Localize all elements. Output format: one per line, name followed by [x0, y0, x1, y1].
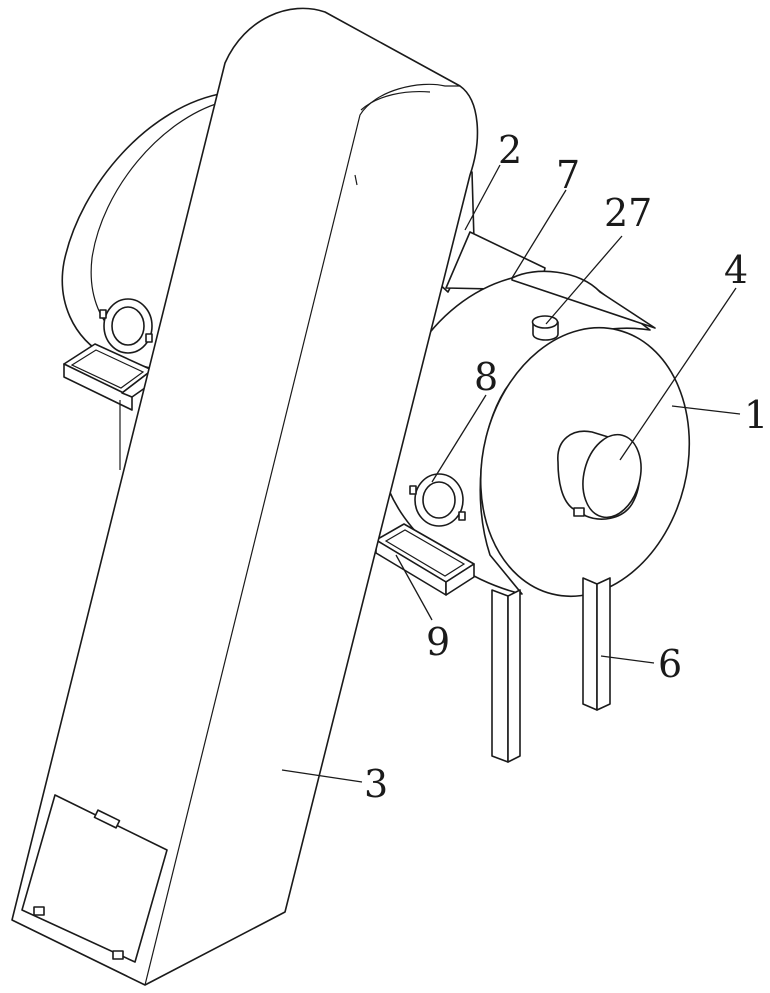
callout-4: 4 [724, 248, 748, 292]
callout-27: 27 [604, 191, 652, 235]
callout-8: 8 [474, 355, 498, 399]
callout-1: 1 [744, 393, 768, 437]
callout-6: 6 [658, 642, 682, 686]
callout-2: 2 [498, 128, 522, 172]
support-legs [492, 578, 610, 762]
top-fitting [533, 316, 559, 340]
callout-7: 7 [556, 153, 580, 197]
callout-3: 3 [364, 762, 388, 806]
callout-9: 9 [426, 620, 450, 664]
